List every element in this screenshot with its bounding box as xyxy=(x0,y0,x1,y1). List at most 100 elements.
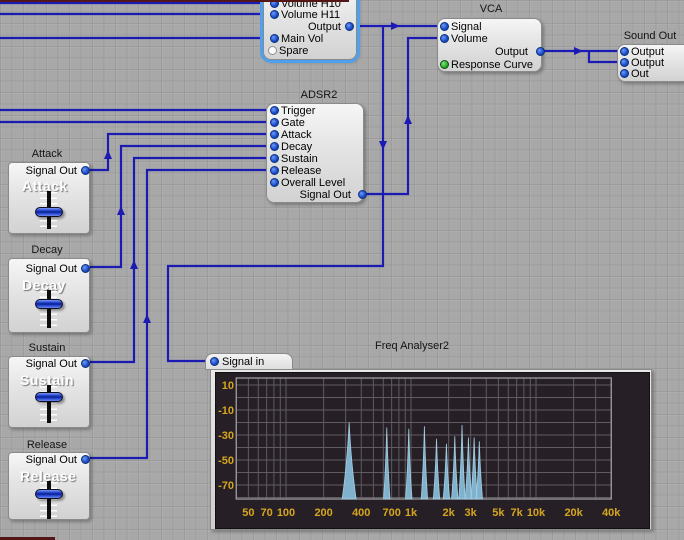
port-row: Output xyxy=(264,21,356,33)
port-label: Output xyxy=(631,57,665,69)
svg-text:200: 200 xyxy=(314,507,332,519)
port-label: Overall Level xyxy=(281,177,346,189)
port-row: Gate xyxy=(267,117,363,129)
spare-port[interactable] xyxy=(268,46,277,55)
svg-text:-10: -10 xyxy=(218,405,234,417)
port-row: Signal Out xyxy=(9,165,90,177)
svg-text:-50: -50 xyxy=(218,455,234,467)
port-row: Spare xyxy=(264,45,356,57)
port-row: Volume H10 xyxy=(264,0,356,10)
input-port-main-vol[interactable] xyxy=(270,34,279,43)
port-label: Output xyxy=(631,46,665,58)
port-row: Out xyxy=(618,68,684,80)
port-label: Output xyxy=(494,46,528,58)
port-label: Decay xyxy=(281,141,313,153)
svg-text:10: 10 xyxy=(222,380,234,392)
slider-caption: Sustain xyxy=(20,372,75,388)
input-port-volume-h11[interactable] xyxy=(270,10,279,19)
port-row: Response Curve xyxy=(438,59,541,71)
input-port-out[interactable] xyxy=(620,69,629,78)
input-port-trigger[interactable] xyxy=(270,106,279,115)
port-row: Decay xyxy=(267,141,363,153)
output-port-signal-out[interactable] xyxy=(358,190,367,199)
input-port-output-1[interactable] xyxy=(620,47,629,56)
port-row: Volume H11 xyxy=(264,9,356,21)
slider-handle[interactable] xyxy=(35,299,63,309)
output-port[interactable] xyxy=(536,47,545,56)
svg-text:2k: 2k xyxy=(443,507,456,519)
port-label: Gate xyxy=(281,117,305,129)
port-label: Signal Out xyxy=(25,263,77,275)
vca-module[interactable]: Signal Volume Output Response Curve xyxy=(437,18,545,72)
port-row: Output xyxy=(618,57,684,69)
input-port-attack[interactable] xyxy=(270,130,279,139)
adsr2-title: ADSR2 xyxy=(300,89,338,101)
adsr2-module[interactable]: Trigger Gate Attack Decay Sustain Releas… xyxy=(266,103,367,203)
input-port-sustain[interactable] xyxy=(270,154,279,163)
svg-text:5k: 5k xyxy=(492,507,505,519)
release-slider-module[interactable]: Signal Out Release xyxy=(8,452,90,520)
port-label: Spare xyxy=(279,45,309,57)
svg-text:3k: 3k xyxy=(465,507,478,519)
output-port-signal-out[interactable] xyxy=(81,166,90,175)
svg-text:-30: -30 xyxy=(218,430,234,442)
input-port-overall-level[interactable] xyxy=(270,178,279,187)
slider-handle[interactable] xyxy=(35,207,63,217)
port-label: Response Curve xyxy=(451,59,533,71)
port-row: Volume xyxy=(438,33,541,45)
svg-text:7k: 7k xyxy=(511,507,524,519)
output-port[interactable] xyxy=(345,22,354,31)
freq-analyser-input-tab[interactable]: Signal in xyxy=(205,353,293,370)
input-port-volume[interactable] xyxy=(440,34,449,43)
port-row: Overall Level xyxy=(267,177,363,189)
port-label: Trigger xyxy=(281,105,316,117)
attack-slider-title: Attack xyxy=(31,148,63,160)
response-curve-port[interactable] xyxy=(440,60,449,69)
input-port-signal-in[interactable] xyxy=(210,357,219,366)
port-row: Signal Out xyxy=(9,358,90,370)
attack-slider-module[interactable]: Signal Out Attack xyxy=(8,162,90,234)
port-row: Output xyxy=(618,46,684,58)
port-row: Attack xyxy=(267,129,363,141)
input-port-volume-h10[interactable] xyxy=(270,0,279,8)
port-label: Attack xyxy=(281,129,312,141)
svg-text:1k: 1k xyxy=(405,507,418,519)
decay-slider-module[interactable]: Signal Out Decay xyxy=(8,258,90,333)
slider-handle[interactable] xyxy=(35,489,63,499)
port-label: Signal Out xyxy=(299,189,351,201)
output-port-signal-out[interactable] xyxy=(81,359,90,368)
port-label: Signal Out xyxy=(25,358,77,370)
port-label: Signal Out xyxy=(25,454,77,466)
slider-track[interactable] xyxy=(47,290,51,328)
svg-text:20k: 20k xyxy=(564,507,583,519)
decay-slider-title: Decay xyxy=(31,244,63,256)
port-label: Signal Out xyxy=(25,165,77,177)
top-edge-strip xyxy=(0,0,349,2)
mixer-module[interactable]: Volume H10 Volume H11 Output Main Vol Sp… xyxy=(263,0,357,60)
input-port-signal[interactable] xyxy=(440,22,449,31)
input-port-decay[interactable] xyxy=(270,142,279,151)
slider-track[interactable] xyxy=(47,385,51,423)
port-label: Signal xyxy=(451,21,482,33)
vca-title: VCA xyxy=(479,3,503,15)
port-label: Out xyxy=(631,68,649,80)
output-port-signal-out[interactable] xyxy=(81,455,90,464)
slider-handle[interactable] xyxy=(35,392,63,402)
slider-caption: Decay xyxy=(22,277,66,293)
port-label: Output xyxy=(307,21,341,33)
input-port-release[interactable] xyxy=(270,166,279,175)
port-row: Signal Out xyxy=(9,454,90,466)
bottom-edge-strip xyxy=(0,537,55,540)
input-port-output-2[interactable] xyxy=(620,58,629,67)
slider-track[interactable] xyxy=(47,481,51,519)
svg-text:700: 700 xyxy=(382,507,400,519)
port-label: Main Vol xyxy=(281,33,324,45)
sustain-slider-module[interactable]: Signal Out Sustain xyxy=(8,356,90,428)
output-port-signal-out[interactable] xyxy=(81,264,90,273)
input-port-gate[interactable] xyxy=(270,118,279,127)
sound-out-module[interactable]: Output Output Out xyxy=(617,44,684,82)
port-label: Release xyxy=(281,165,322,177)
